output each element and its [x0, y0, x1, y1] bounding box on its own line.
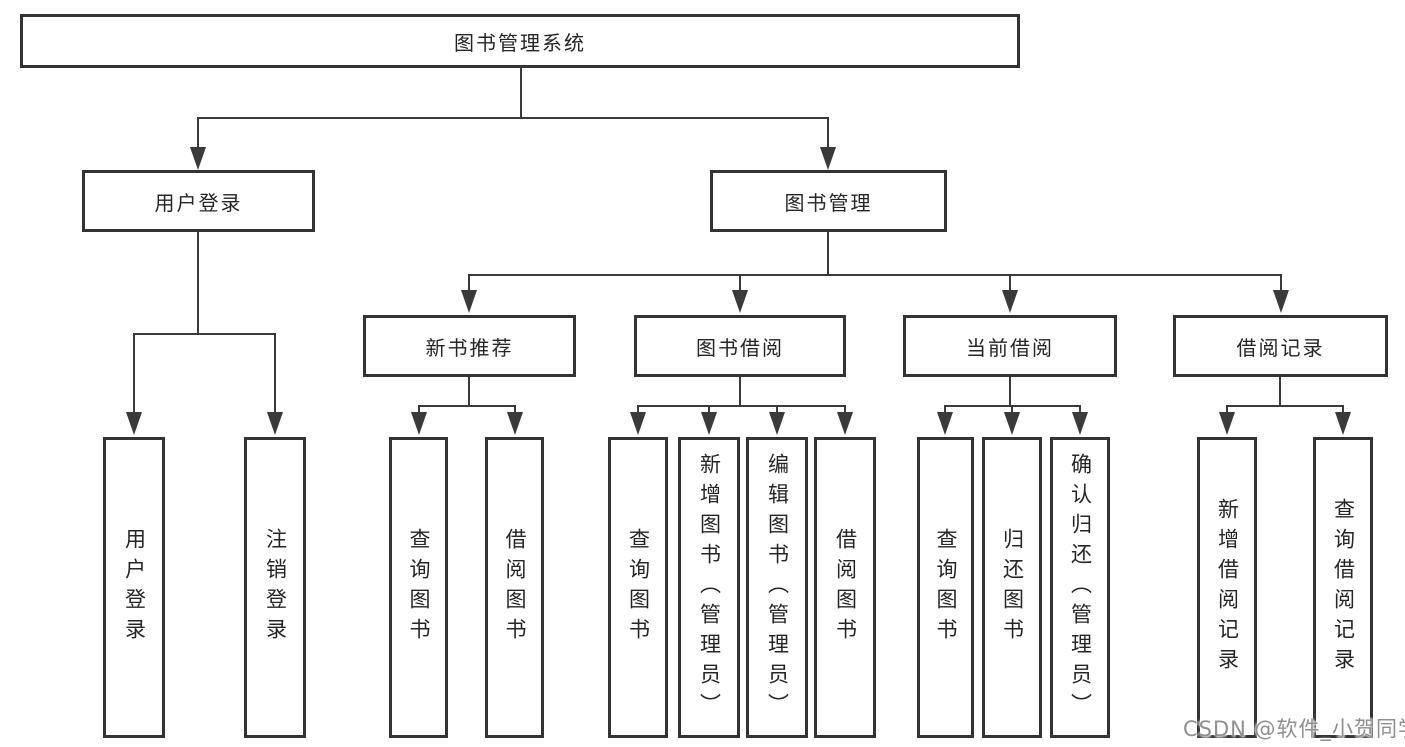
- connector-line: [418, 405, 420, 417]
- leaf-query-books-current: 查询图书: [917, 437, 974, 738]
- leaf-return-books: 归还图书: [982, 437, 1042, 738]
- connector-line: [520, 68, 522, 118]
- arrow-down-icon: [190, 147, 206, 170]
- arrow-down-icon: [126, 412, 142, 435]
- connector-line: [1011, 405, 1013, 417]
- leaf-label: 编辑图书（管理员）: [765, 452, 790, 723]
- arrow-down-icon: [1002, 290, 1018, 313]
- connector-line: [468, 274, 470, 293]
- node-book-borrowing: 图书借阅: [634, 315, 846, 377]
- leaf-add-borrow-record: 新增借阅记录: [1197, 437, 1257, 738]
- leaf-edit-book-admin: 编辑图书（管理员）: [746, 437, 808, 738]
- connector-line: [274, 333, 276, 414]
- connector-line: [637, 405, 846, 407]
- connector-line: [468, 274, 1282, 276]
- leaf-logout: 注销登录: [244, 437, 306, 738]
- node-label: 用户登录: [154, 190, 243, 215]
- leaf-label: 用户登录: [122, 527, 147, 648]
- node-new-book-recommend: 新书推荐: [363, 315, 576, 377]
- connector-line: [1279, 377, 1281, 407]
- leaf-label: 新增图书（管理员）: [697, 452, 722, 723]
- arrow-down-icon: [461, 290, 477, 313]
- connector-line: [739, 274, 741, 293]
- node-label: 新书推荐: [425, 335, 514, 360]
- leaf-confirm-return-admin: 确认归还（管理员）: [1050, 437, 1110, 738]
- connector-line: [1226, 405, 1228, 417]
- arrow-down-icon: [701, 412, 717, 435]
- leaf-label: 新增借阅记录: [1215, 497, 1240, 678]
- connector-line: [944, 405, 946, 417]
- connector-line: [1342, 405, 1344, 417]
- node-label: 借阅记录: [1236, 335, 1325, 360]
- connector-line: [197, 117, 829, 119]
- leaf-query-borrow-record: 查询借阅记录: [1313, 437, 1373, 738]
- connector-line: [197, 117, 199, 150]
- arrow-down-icon: [769, 412, 785, 435]
- watermark: CSDN @软件_小贺同学: [1183, 717, 1405, 741]
- leaf-borrow-books-recommend: 借阅图书: [485, 437, 544, 738]
- leaf-label: 查询图书: [407, 527, 432, 648]
- arrow-down-icon: [1335, 412, 1351, 435]
- connector-line: [637, 405, 639, 417]
- connector-line: [133, 333, 276, 335]
- arrow-down-icon: [630, 412, 646, 435]
- connector-line: [197, 232, 199, 335]
- arrow-down-icon: [837, 412, 853, 435]
- leaf-label: 查询图书: [934, 527, 959, 648]
- arrow-down-icon: [1072, 412, 1088, 435]
- node-label: 图书管理系统: [454, 30, 586, 55]
- connector-line: [1079, 405, 1081, 417]
- node-user-login: 用户登录: [82, 170, 315, 232]
- leaf-user-login: 用户登录: [103, 437, 165, 738]
- node-borrowing-records: 借阅记录: [1173, 315, 1388, 377]
- leaf-label: 归还图书: [1000, 527, 1025, 648]
- leaf-label: 注销登录: [263, 527, 288, 648]
- node-book-management: 图书管理: [710, 170, 947, 232]
- node-label: 图书管理: [784, 190, 873, 215]
- node-current-borrowing: 当前借阅: [903, 315, 1117, 377]
- arrow-down-icon: [507, 412, 523, 435]
- connector-line: [418, 405, 516, 407]
- leaf-borrow-books-borrowing: 借阅图书: [814, 437, 876, 738]
- leaf-query-books-recommend: 查询图书: [389, 437, 448, 738]
- connector-line: [827, 117, 829, 150]
- arrow-down-icon: [1273, 290, 1289, 313]
- arrow-down-icon: [1004, 412, 1020, 435]
- connector-line: [514, 405, 516, 417]
- arrow-down-icon: [732, 290, 748, 313]
- connector-line: [776, 405, 778, 417]
- connector-line: [1280, 274, 1282, 293]
- leaf-label: 确认归还（管理员）: [1068, 452, 1093, 723]
- node-label: 当前借阅: [966, 335, 1054, 360]
- connector-line: [708, 405, 710, 417]
- leaf-label: 查询图书: [626, 527, 651, 648]
- node-library-system: 图书管理系统: [20, 14, 1020, 68]
- connector-line: [827, 232, 829, 276]
- leaf-add-book-admin: 新增图书（管理员）: [678, 437, 740, 738]
- arrow-down-icon: [411, 412, 427, 435]
- connector-line: [844, 405, 846, 417]
- connector-line: [1226, 405, 1344, 407]
- leaf-query-books-borrowing: 查询图书: [608, 437, 668, 738]
- connector-line: [739, 377, 741, 407]
- leaf-label: 借阅图书: [503, 527, 528, 648]
- leaf-label: 查询借阅记录: [1331, 497, 1356, 678]
- arrow-down-icon: [820, 147, 836, 170]
- connector-line: [1009, 377, 1011, 407]
- node-label: 图书借阅: [696, 335, 784, 360]
- connector-line: [1009, 274, 1011, 293]
- arrow-down-icon: [937, 412, 953, 435]
- connector-line: [468, 377, 470, 407]
- arrow-down-icon: [267, 412, 283, 435]
- leaf-label: 借阅图书: [833, 527, 858, 648]
- arrow-down-icon: [1219, 412, 1235, 435]
- connector-line: [133, 333, 135, 414]
